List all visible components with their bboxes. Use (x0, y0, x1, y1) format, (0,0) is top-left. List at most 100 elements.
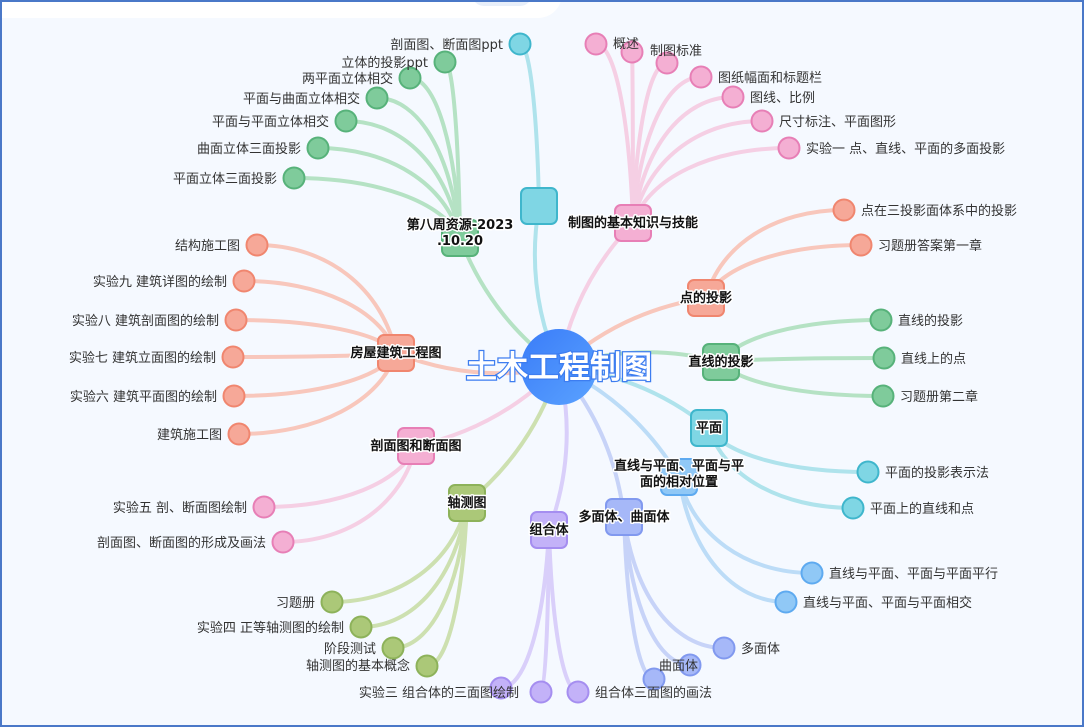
branch-label[interactable]: 组合体 (528, 521, 571, 540)
branch-label[interactable]: 平面 (694, 420, 723, 438)
branch-node[interactable] (702, 343, 740, 381)
top-tab[interactable] (472, 2, 532, 6)
leaf-label[interactable]: 实验八 建筑剖面图的绘制 (72, 313, 219, 329)
leaf-node[interactable] (320, 590, 344, 614)
branch-label[interactable]: 点的投影 (678, 289, 733, 308)
leaf-node[interactable] (872, 346, 896, 370)
leaf-node[interactable] (856, 460, 880, 484)
branch-node[interactable] (660, 458, 698, 496)
branch-label[interactable]: .10.20 (435, 233, 484, 251)
branch-node[interactable] (605, 498, 643, 536)
branch-label[interactable]: 制图的基本知识与技能 (566, 214, 699, 233)
leaf-label[interactable]: 结构施工图 (175, 239, 240, 254)
branch-node[interactable] (687, 279, 725, 317)
leaf-label[interactable]: 直线的投影 (898, 313, 963, 329)
leaf-label[interactable]: 习题册答案第一章 (878, 238, 982, 254)
leaf-node[interactable] (712, 636, 736, 660)
branch-node[interactable] (448, 484, 486, 522)
leaf-node[interactable] (655, 51, 679, 75)
leaf-node[interactable] (584, 32, 608, 56)
leaf-node[interactable] (224, 308, 248, 332)
leaf-label[interactable]: 平面与平面立体相交 (212, 114, 329, 130)
leaf-node[interactable] (222, 384, 246, 408)
branch-node[interactable] (530, 511, 568, 549)
leaf-node[interactable] (252, 495, 276, 519)
leaf-label[interactable]: 直线与平面、平面与平面平行 (829, 567, 998, 582)
branch-label[interactable]: 剖面图和断面图 (369, 437, 463, 456)
leaf-label[interactable]: 阶段测试 (324, 642, 376, 657)
branch-node[interactable] (690, 409, 728, 447)
branch-label[interactable]: 房屋建筑工程图 (349, 344, 443, 363)
branch-node[interactable] (377, 334, 415, 372)
leaf-node[interactable] (271, 530, 295, 554)
leaf-node[interactable] (689, 65, 713, 89)
leaf-node[interactable] (227, 422, 251, 446)
leaf-node[interactable] (529, 680, 553, 704)
leaf-label[interactable]: 实验一 点、直线、平面的多面投影 (806, 141, 1005, 157)
root-node[interactable] (521, 329, 597, 405)
leaf-node[interactable] (381, 636, 405, 660)
leaf-node[interactable] (642, 667, 666, 691)
leaf-node[interactable] (774, 590, 798, 614)
leaf-node[interactable] (232, 269, 256, 293)
leaf-label[interactable]: 多面体 (741, 641, 780, 657)
leaf-label[interactable]: 剖面图、断面图ppt (390, 38, 503, 53)
leaf-label[interactable]: 习题册 (276, 596, 315, 611)
leaf-node[interactable] (871, 384, 895, 408)
leaf-label[interactable]: 实验五 剖、断面图绘制 (113, 500, 247, 516)
leaf-node[interactable] (433, 50, 457, 74)
leaf-node[interactable] (398, 66, 422, 90)
leaf-label[interactable]: 实验四 正等轴测图的绘制 (197, 620, 344, 636)
leaf-label[interactable]: 立体的投影ppt (341, 55, 428, 71)
leaf-label[interactable]: 图线、比例 (750, 91, 815, 106)
leaf-node[interactable] (508, 32, 532, 56)
leaf-node[interactable] (750, 109, 774, 133)
leaf-label[interactable]: 直线上的点 (901, 351, 966, 367)
branch-label[interactable]: 多面体、曲面体 (577, 508, 672, 527)
root-label[interactable]: 土木工程制图 (465, 349, 654, 388)
branch-label[interactable]: 直线的投影 (687, 353, 755, 372)
leaf-label[interactable]: 实验六 建筑平面图的绘制 (70, 389, 217, 405)
branch-node[interactable] (520, 187, 558, 225)
leaf-node[interactable] (415, 654, 439, 678)
leaf-label[interactable]: 曲面立体三面投影 (197, 141, 301, 157)
leaf-label[interactable]: 平面上的直线和点 (870, 501, 974, 517)
leaf-node[interactable] (841, 496, 865, 520)
leaf-node[interactable] (489, 676, 513, 700)
leaf-label[interactable]: 概述 (613, 37, 639, 52)
leaf-node[interactable] (349, 615, 373, 639)
branch-label[interactable]: 面的相对位置 (638, 473, 719, 492)
leaf-node[interactable] (800, 561, 824, 585)
leaf-node[interactable] (832, 198, 856, 222)
leaf-label[interactable]: 图纸幅面和标题栏 (718, 71, 822, 86)
leaf-label[interactable]: 制图标准 (650, 44, 702, 59)
leaf-label[interactable]: 曲面体 (659, 659, 698, 674)
leaf-node[interactable] (282, 166, 306, 190)
leaf-node[interactable] (245, 233, 269, 257)
leaf-node[interactable] (306, 136, 330, 160)
branch-label[interactable]: 轴测图 (446, 494, 488, 513)
leaf-label[interactable]: 平面的投影表示法 (885, 465, 989, 481)
branch-node[interactable] (397, 427, 435, 465)
branch-node[interactable] (441, 219, 479, 257)
leaf-label[interactable]: 直线与平面、平面与平面相交 (803, 595, 972, 611)
leaf-label[interactable]: 组合体三面图的画法 (595, 685, 712, 701)
branch-label[interactable]: 直线与平面、平面与平 (612, 457, 745, 476)
leaf-node[interactable] (678, 653, 702, 677)
leaf-label[interactable]: 平面立体三面投影 (173, 171, 277, 187)
leaf-label[interactable]: 轴测图的基本概念 (306, 658, 410, 674)
leaf-label[interactable]: 实验三 组合体的三面图绘制 (359, 685, 519, 701)
leaf-label[interactable]: 剖面图、断面图的形成及画法 (97, 535, 266, 551)
leaf-node[interactable] (566, 680, 590, 704)
leaf-label[interactable]: 实验七 建筑立面图的绘制 (69, 350, 216, 366)
branch-node[interactable] (614, 204, 652, 242)
leaf-node[interactable] (365, 86, 389, 110)
leaf-label[interactable]: 点在三投影面体系中的投影 (861, 203, 1017, 219)
leaf-label[interactable]: 建筑施工图 (157, 427, 222, 443)
leaf-label[interactable]: 实验九 建筑详图的绘制 (93, 274, 227, 290)
leaf-node[interactable] (620, 40, 644, 64)
leaf-node[interactable] (721, 85, 745, 109)
leaf-node[interactable] (849, 233, 873, 257)
leaf-label[interactable]: 两平面立体相交 (302, 71, 393, 87)
leaf-node[interactable] (221, 345, 245, 369)
